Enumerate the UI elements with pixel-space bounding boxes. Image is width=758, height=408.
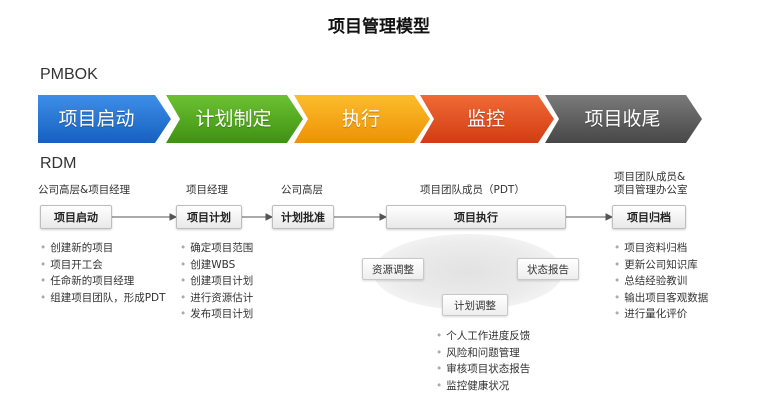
role-archive-line1: 项目团队成员& [614, 171, 686, 183]
node-project-execution: 项目执行 [386, 205, 566, 229]
role-execute: 项目团队成员（PDT） [420, 184, 525, 196]
sub-resource-adjust: 资源调整 [362, 258, 424, 280]
phase-monitoring-shape [420, 95, 554, 143]
phase-planning-label: 计划制定 [195, 108, 272, 130]
phase-initiation-label: 项目启动 [58, 108, 135, 130]
list-item: 确定项目范围 [180, 240, 253, 257]
sub-plan-adjust: 计划调整 [442, 294, 508, 316]
phase-execution-label: 执行 [341, 108, 380, 130]
phase-planning-shape [166, 95, 303, 143]
list-item: 项目资料归档 [614, 240, 708, 257]
archive-bullets: 项目资料归档 更新公司知识库 总结经验教训 输出项目客观数据 进行量化评价 [614, 240, 708, 323]
pmbok-label: PMBOK [40, 66, 98, 83]
list-item: 输出项目客观数据 [614, 290, 708, 307]
list-item: 项目开工会 [40, 257, 166, 274]
node-plan-approval: 计划批准 [272, 205, 334, 229]
list-item: 审核项目状态报告 [436, 361, 530, 378]
phase-planning: 计划制定 [166, 95, 303, 143]
sub-status-report: 状态报告 [517, 258, 579, 280]
list-item: 任命新的项目经理 [40, 273, 166, 290]
phase-monitoring: 监控 [420, 95, 554, 143]
list-item: 发布项目计划 [180, 306, 253, 323]
plan-bullets: 确定项目范围 创建WBS 创建项目计划 进行资源估计 发布项目计划 [180, 240, 253, 323]
list-item: 进行量化评价 [614, 306, 708, 323]
node-project-start: 项目启动 [40, 205, 112, 229]
list-item: 创建新的项目 [40, 240, 166, 257]
phase-closing: 项目收尾 [545, 95, 702, 143]
phase-execution: 执行 [294, 95, 430, 143]
list-item: 进行资源估计 [180, 290, 253, 307]
list-item: 更新公司知识库 [614, 257, 708, 274]
phase-initiation: 项目启动 [38, 95, 171, 143]
node-project-plan: 项目计划 [176, 205, 242, 229]
role-approve: 公司高层 [281, 184, 323, 196]
phase-closing-label: 项目收尾 [584, 108, 661, 130]
phase-initiation-shape [38, 95, 171, 143]
node-project-archive: 项目归档 [612, 205, 686, 229]
list-item: 监控健康状况 [436, 378, 530, 395]
start-bullets: 创建新的项目 项目开工会 任命新的项目经理 组建项目团队，形成PDT [40, 240, 166, 307]
execute-bullets: 个人工作进度反馈 风险和问题管理 审核项目状态报告 监控健康状况 [436, 328, 530, 394]
rdm-label: RDM [40, 155, 77, 172]
role-plan: 项目经理 [186, 184, 228, 196]
page-title: 项目管理模型 [328, 17, 430, 37]
list-item: 总结经验教训 [614, 273, 708, 290]
phase-closing-shape [545, 95, 702, 143]
phase-execution-shape [294, 95, 430, 143]
list-item: 创建项目计划 [180, 273, 253, 290]
role-archive-line2: 项目管理办公室 [614, 184, 688, 196]
phase-monitoring-label: 监控 [466, 108, 505, 130]
list-item: 风险和问题管理 [436, 345, 530, 362]
role-start: 公司高层&项目经理 [38, 184, 131, 196]
list-item: 组建项目团队，形成PDT [40, 290, 165, 307]
list-item: 个人工作进度反馈 [436, 328, 530, 345]
list-item: 创建WBS [180, 257, 253, 274]
